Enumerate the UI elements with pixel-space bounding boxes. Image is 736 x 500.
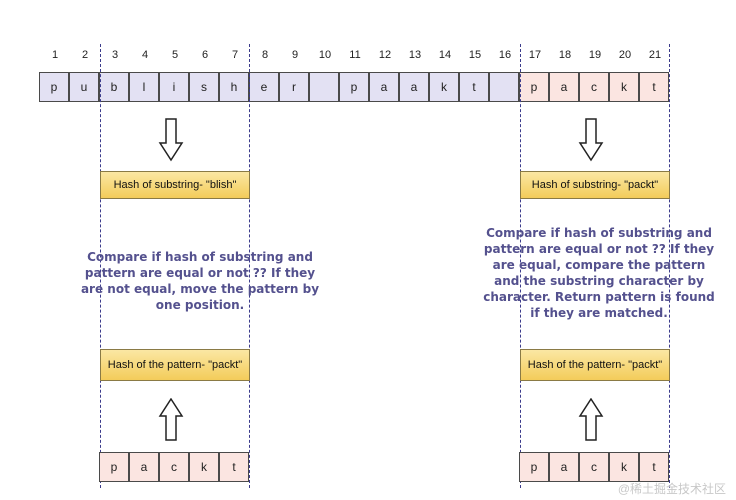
text-cell: t [459,72,489,102]
text-cell [309,72,339,102]
left-compare-note: Compare if hash of substring and pattern… [80,250,320,312]
left-substring-hash-box: Hash of substring- "blish" [100,171,250,199]
watermark: @稀土掘金技术社区 [617,482,726,496]
index-label: 4 [141,49,149,61]
index-label: 10 [318,49,332,61]
pattern-cell: p [519,452,549,482]
text-cell: r [279,72,309,102]
index-label: 3 [111,49,119,61]
pattern-cell: k [189,452,219,482]
text-cell: t [639,72,669,102]
up-arrow-icon [578,398,604,441]
down-arrow-icon [578,118,604,162]
left-window-start-line [100,44,101,488]
down-arrow-icon [158,118,184,162]
text-cell: a [399,72,429,102]
index-label: 21 [648,49,662,61]
pattern-cell: p [99,452,129,482]
right-pattern-hash-box: Hash of the pattern- "packt" [520,349,670,381]
left-window-end-line [249,44,250,488]
index-label: 20 [618,49,632,61]
index-label: 14 [438,49,452,61]
index-label: 12 [378,49,392,61]
text-cell: i [159,72,189,102]
text-cell: s [189,72,219,102]
pattern-cell: t [639,452,669,482]
index-label: 19 [588,49,602,61]
text-cell: l [129,72,159,102]
index-label: 7 [231,49,239,61]
index-label: 2 [81,49,89,61]
text-cell: h [219,72,249,102]
index-label: 17 [528,49,542,61]
index-label: 1 [51,49,59,61]
pattern-cell: t [219,452,249,482]
pattern-cell: c [579,452,609,482]
text-cell: b [99,72,129,102]
index-label: 15 [468,49,482,61]
index-label: 11 [349,49,361,61]
left-pattern-hash-box: Hash of the pattern- "packt" [100,349,250,381]
text-cell: a [549,72,579,102]
index-label: 5 [171,49,179,61]
text-cell: u [69,72,99,102]
index-label: 6 [201,49,209,61]
pattern-cell: a [129,452,159,482]
index-label: 9 [291,49,299,61]
index-label: 16 [498,49,512,61]
index-label: 13 [408,49,422,61]
text-cell: p [519,72,549,102]
right-substring-hash-box: Hash of substring- "packt" [520,171,670,199]
text-cell: p [39,72,69,102]
pattern-cell: c [159,452,189,482]
text-cell: p [339,72,369,102]
text-cell [489,72,519,102]
right-window-end-line [669,44,670,488]
pattern-cell: k [609,452,639,482]
pattern-cell: a [549,452,579,482]
up-arrow-icon [158,398,184,441]
right-window-start-line [520,44,521,488]
right-compare-note: Compare if hash of substring and pattern… [483,226,715,320]
text-cell: k [429,72,459,102]
text-cell: a [369,72,399,102]
text-cell: e [249,72,279,102]
text-cell: k [609,72,639,102]
index-label: 8 [261,49,269,61]
index-label: 18 [558,49,572,61]
text-cell: c [579,72,609,102]
